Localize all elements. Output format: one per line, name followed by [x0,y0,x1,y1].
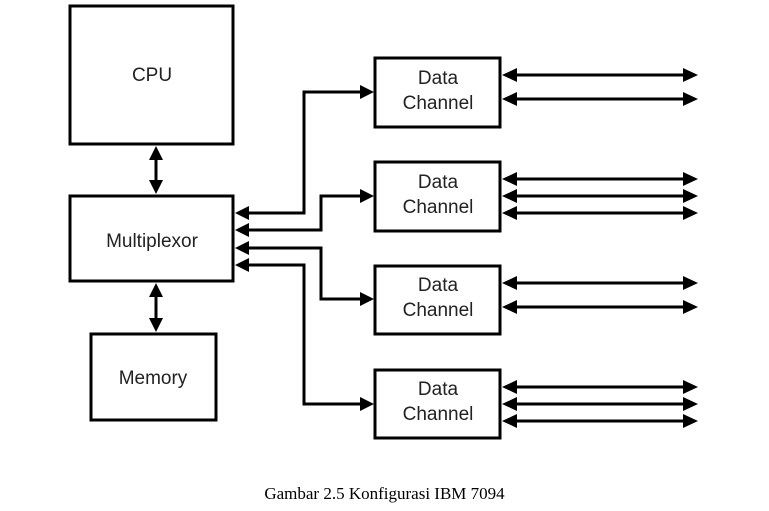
arrowhead-right-icon [683,300,698,314]
data-channel-label-line2: Channel [403,404,474,425]
arrowhead-right-icon [683,68,698,82]
route-channel-4 [245,263,362,406]
route-channel-3 [245,246,362,301]
arrowhead-down-icon [149,180,163,194]
memory-box [89,332,218,422]
memory-label: Memory [119,368,188,389]
arrowhead-left-icon [502,189,517,203]
data-channel-box [373,368,502,440]
io-lines [502,68,698,428]
arrowhead-left-icon [502,92,517,106]
arrowhead-left-icon [502,276,517,290]
arrowhead-left-icon [502,206,517,220]
cpu-node: CPU [68,4,235,146]
data-channel-1: Data Channel [373,56,502,129]
arrowhead-right-icon [360,397,374,411]
arrowhead-left-icon [502,397,517,411]
arrowhead-left-icon [502,172,517,186]
ibm-7094-diagram: CPU Multiplexor Memory Data Channel Data… [68,4,698,440]
arrowhead-right-icon [683,380,698,394]
arrowhead-right-icon [683,206,698,220]
arrowhead-left-icon [235,258,249,272]
arrowhead-right-icon [360,189,374,203]
arrowhead-right-icon [360,85,374,99]
data-channel-2: Data Channel [373,160,502,233]
data-channel-box [373,264,502,336]
route-channel-2 [245,194,362,232]
data-channel-label-line1: Data [418,68,459,89]
data-channel-label-line1: Data [418,275,459,296]
route-channel-1 [245,90,362,215]
arrowhead-left-icon [502,380,517,394]
arrowhead-up-icon [149,146,163,160]
data-channel-label-line1: Data [418,379,459,400]
data-channel-label-line2: Channel [403,300,474,321]
data-channel-4: Data Channel [373,368,502,440]
cpu-label: CPU [132,65,172,86]
multiplexor-label: Multiplexor [106,231,199,252]
arrowhead-left-icon [235,223,249,237]
arrowhead-right-icon [683,172,698,186]
figure-caption: Gambar 2.5 Konfigurasi IBM 7094 [264,484,505,503]
arrowhead-down-icon [149,318,163,332]
data-channel-3: Data Channel [373,264,502,336]
data-channel-box [373,160,502,233]
memory-node: Memory [89,332,218,422]
arrowhead-left-icon [502,414,517,428]
data-channel-box [373,56,502,129]
arrowhead-up-icon [149,283,163,297]
multiplexor-box [68,194,235,283]
arrowhead-right-icon [683,189,698,203]
arrowhead-right-icon [360,292,374,306]
arrowhead-right-icon [683,414,698,428]
data-channel-label-line2: Channel [403,197,474,218]
arrowhead-right-icon [683,397,698,411]
arrowhead-left-icon [235,206,249,220]
data-channel-label-line1: Data [418,172,459,193]
arrowhead-left-icon [502,68,517,82]
arrowhead-right-icon [683,92,698,106]
data-channel-label-line2: Channel [403,93,474,114]
multiplexor-node: Multiplexor [68,194,235,283]
arrowhead-left-icon [235,241,249,255]
cpu-box [68,4,235,146]
arrowhead-left-icon [502,300,517,314]
arrowhead-right-icon [683,276,698,290]
